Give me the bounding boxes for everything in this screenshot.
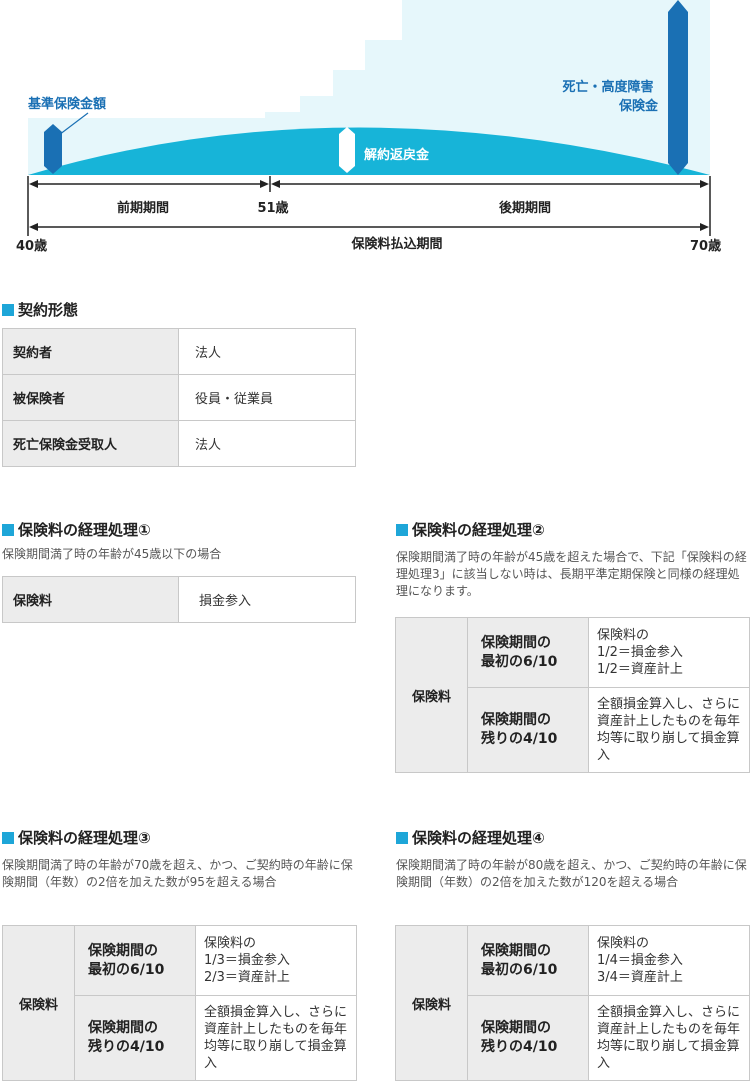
later-period-arrowhead-right xyxy=(700,180,709,188)
p3-row2-value: 全額損金算入し、さらに資産計上したものを毎年均等に取り崩して損金算入 xyxy=(195,995,357,1081)
p2-row1-value: 保険料の 1/2＝損金参入 1/2＝資産計上 xyxy=(588,617,750,688)
p1-value: 損金参入 xyxy=(178,576,356,623)
p4-row2-label: 保険期間の 残りの4/10 xyxy=(467,995,589,1081)
later-period-arrowhead-left xyxy=(271,180,280,188)
contract-row-label: 死亡保険金受取人 xyxy=(2,420,179,467)
square-bullet-icon xyxy=(396,831,408,844)
p4-title-text: 保険料の経理処理④ xyxy=(412,829,545,847)
square-bullet-icon xyxy=(396,523,408,536)
age-mid-label: 51歳 xyxy=(257,200,288,216)
first-period-arrowhead-right xyxy=(260,180,269,188)
payment-period-label: 保険料払込期間 xyxy=(350,236,442,252)
table-row: 保険期間の 残りの4/10 全額損金算入し、さらに資産計上したものを毎年均等に取… xyxy=(3,995,357,1081)
p2-section-title: 保険料の経理処理② xyxy=(396,519,545,540)
p3-row1-label: 保険期間の 最初の6/10 xyxy=(74,925,196,996)
table-row: 被保険者 役員・従業員 xyxy=(2,374,356,421)
contract-section-title: 契約形態 xyxy=(2,299,78,320)
contract-row-value: 法人 xyxy=(178,328,356,375)
later-period-label: 後期期間 xyxy=(499,200,551,216)
insurance-diagram: 基準保険金額 解約返戻金 死亡・高度障害 保険金 前期期間 51歳 後期期間 4… xyxy=(16,0,721,254)
table-row: 保険料 損金参入 xyxy=(2,576,356,623)
p4-table: 保険料 保険期間の 最初の6/10 保険料の 1/4＝損金参入 3/4＝資産計上… xyxy=(395,925,750,1081)
base-amount-marker xyxy=(44,124,62,174)
base-amount-label: 基準保険金額 xyxy=(27,96,106,112)
payment-period-arrowhead-left xyxy=(29,223,38,231)
first-period-arrowhead-left xyxy=(29,180,38,188)
p1-description: 保険期間満了時の年齢が45歳以下の場合 xyxy=(2,547,222,561)
surrender-value-curve xyxy=(28,127,710,175)
base-amount-pointer xyxy=(54,112,89,139)
p2-row2-value: 全額損金算入し、さらに資産計上したものを毎年均等に取り崩して損金算入 xyxy=(588,687,750,773)
p4-description: 保険期間満了時の年齢が80歳を超え、かつ、ご契約時の年齢に保険期間（年数）の2倍… xyxy=(396,858,747,889)
table-row: 保険料 保険期間の 最初の6/10 保険料の 1/4＝損金参入 3/4＝資産計上 xyxy=(395,925,750,1081)
contract-row-label: 契約者 xyxy=(2,328,179,375)
age-end-label: 70歳 xyxy=(690,238,721,254)
table-row: 保険料 保険期間の 最初の6/10 保険料の 1/2＝損金参入 1/2＝資産計上 xyxy=(395,617,750,773)
p3-table: 保険料 保険期間の 最初の6/10 保険料の 1/3＝損金参入 2/3＝資産計上… xyxy=(2,925,357,1081)
p2-row1-label: 保険期間の 最初の6/10 xyxy=(467,617,589,688)
p3-description: 保険期間満了時の年齢が70歳を超え、かつ、ご契約時の年齢に保険期間（年数）の2倍… xyxy=(2,858,353,889)
contract-table: 契約者 法人 被保険者 役員・従業員 死亡保険金受取人 法人 xyxy=(2,328,356,467)
payment-period-arrowhead-right xyxy=(700,223,709,231)
p3-row2-label: 保険期間の 残りの4/10 xyxy=(74,995,196,1081)
p3-row1-value: 保険料の 1/3＝損金参入 2/3＝資産計上 xyxy=(195,925,357,996)
death-benefit-label-line-1: 死亡・高度障害 xyxy=(562,79,653,95)
contract-row-label: 被保険者 xyxy=(2,374,179,421)
p3-title-text: 保険料の経理処理③ xyxy=(18,829,151,847)
square-bullet-icon xyxy=(2,303,14,316)
p2-description: 保険期間満了時の年齢が45歳を超えた場合で、下記「保険料の経理処理3」に該当しな… xyxy=(396,550,747,598)
p2-title-text: 保険料の経理処理② xyxy=(412,521,545,539)
p4-row1-label: 保険期間の 最初の6/10 xyxy=(467,925,589,996)
p4-row2-value: 全額損金算入し、さらに資産計上したものを毎年均等に取り崩して損金算入 xyxy=(588,995,750,1081)
p2-table: 保険料 保険期間の 最初の6/10 保険料の 1/2＝損金参入 1/2＝資産計上… xyxy=(395,617,750,773)
surrender-value-label: 解約返戻金 xyxy=(363,147,430,163)
p4-section-title: 保険料の経理処理④ xyxy=(396,827,545,848)
p1-section-title: 保険料の経理処理① xyxy=(2,519,151,540)
age-start-label: 40歳 xyxy=(16,238,47,254)
coverage-steps xyxy=(28,0,710,175)
first-period-label: 前期期間 xyxy=(117,200,169,216)
death-benefit-bar xyxy=(668,0,688,175)
death-benefit-label: 死亡・高度障害 保険金 xyxy=(562,79,659,114)
table-row: 死亡保険金受取人 法人 xyxy=(2,420,356,467)
p1-table: 保険料 損金参入 xyxy=(2,576,356,623)
contract-row-value: 役員・従業員 xyxy=(178,374,356,421)
death-benefit-label-line-2: 保険金 xyxy=(618,98,659,114)
square-bullet-icon xyxy=(2,523,14,536)
contract-row-value: 法人 xyxy=(178,420,356,467)
p2-row2-label: 保険期間の 残りの4/10 xyxy=(467,687,589,773)
p4-premium-label: 保険料 xyxy=(395,925,468,1081)
square-bullet-icon xyxy=(2,831,14,844)
table-row: 保険期間の 残りの4/10 全額損金算入し、さらに資産計上したものを毎年均等に取… xyxy=(396,995,750,1081)
contract-title-text: 契約形態 xyxy=(18,301,79,319)
p1-label: 保険料 xyxy=(2,576,179,623)
p4-row1-value: 保険料の 1/4＝損金参入 3/4＝資産計上 xyxy=(588,925,750,996)
table-row: 契約者 法人 xyxy=(2,328,356,375)
p3-section-title: 保険料の経理処理③ xyxy=(2,827,151,848)
table-row: 保険料 保険期間の 最初の6/10 保険料の 1/3＝損金参入 2/3＝資産計上 xyxy=(2,925,357,1081)
p1-title-text: 保険料の経理処理① xyxy=(18,521,151,539)
p2-premium-label: 保険料 xyxy=(395,617,468,773)
p3-premium-label: 保険料 xyxy=(2,925,75,1081)
table-row: 保険期間の 残りの4/10 全額損金算入し、さらに資産計上したものを毎年均等に取… xyxy=(396,687,750,773)
surrender-value-marker xyxy=(339,127,355,173)
